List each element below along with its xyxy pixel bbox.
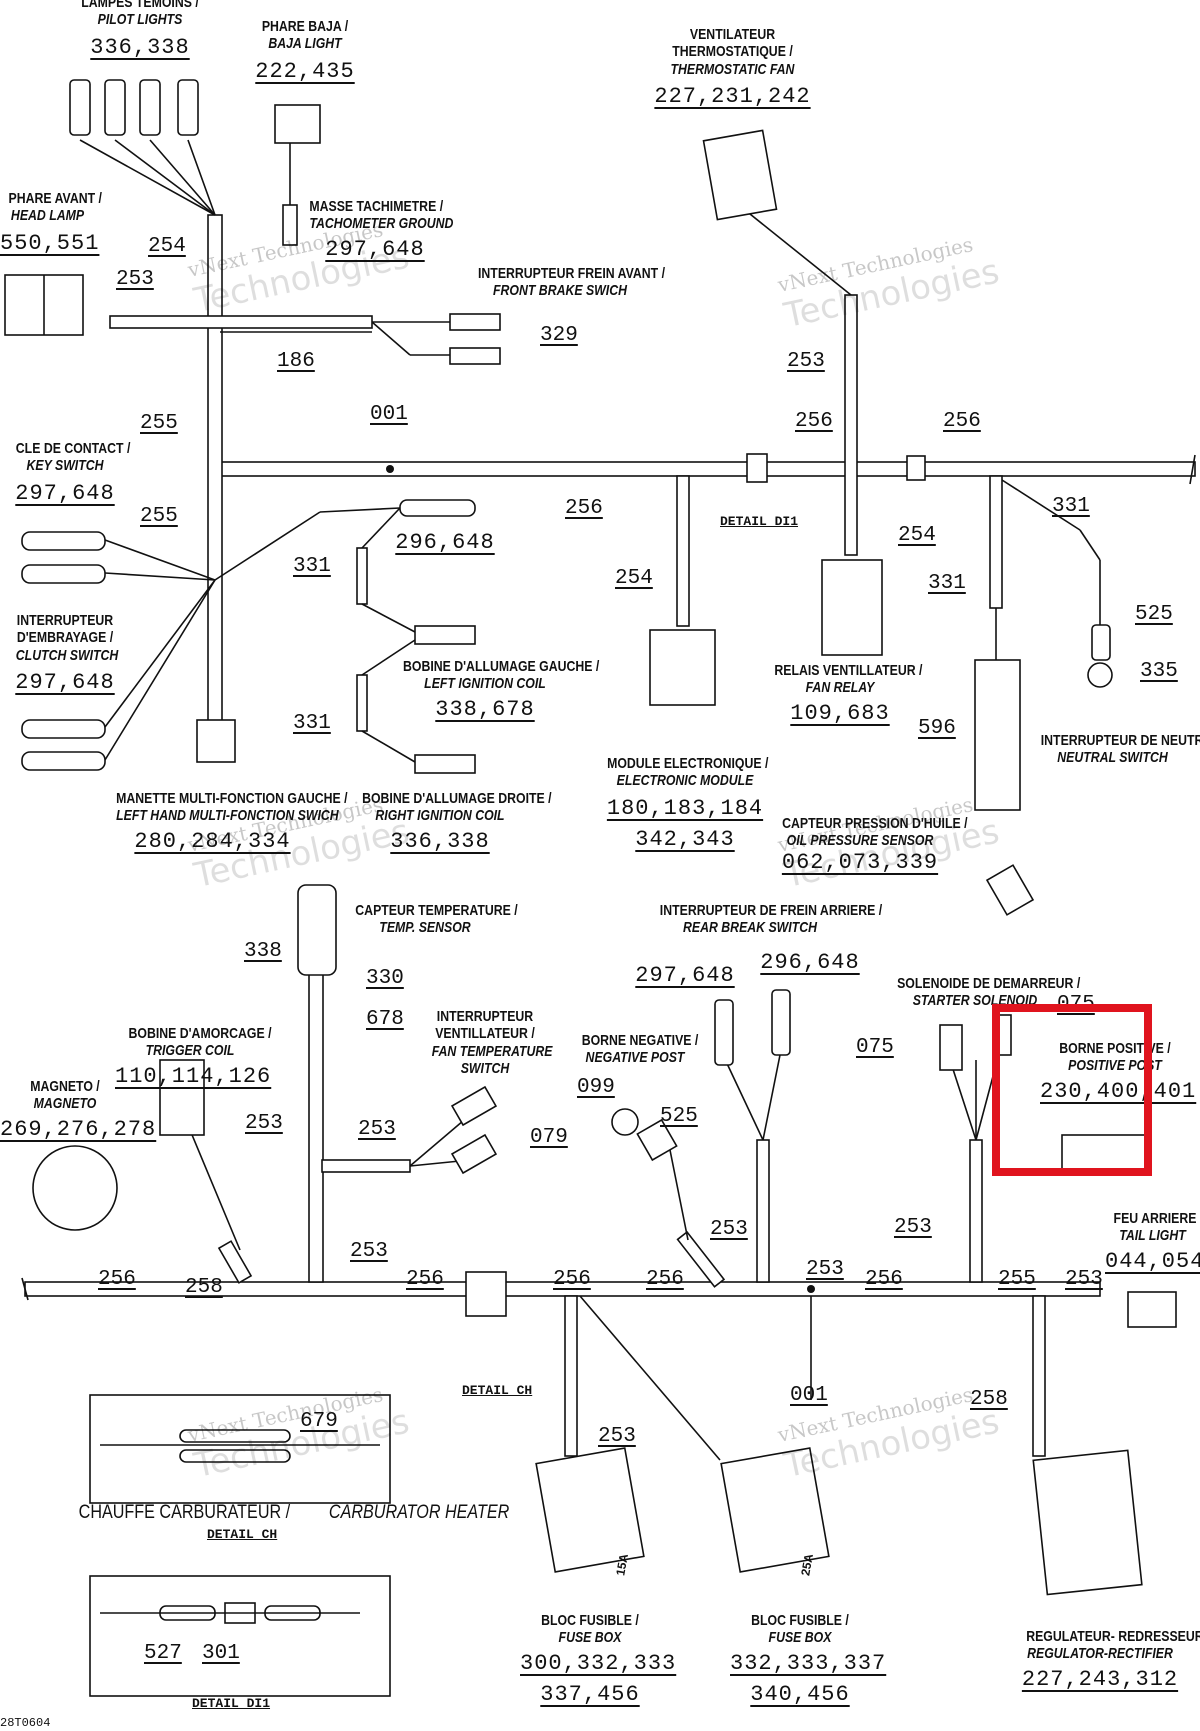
wire-code: 099 [577,1076,615,1099]
wire-code: 330 [366,967,404,990]
label-carburator-heater: CHAUFFE CARBURATEUR / CARBURATOR HEATER [78,1502,510,1523]
wire-code: 301 [202,1642,240,1665]
label-positive-post: BORNE POSITIVE / POSITIVE POST 230,400,4… [1040,1040,1197,1104]
label-baja-light: PHARE BAJA / BAJA LIGHT 222,435 [255,18,355,84]
wire-code: 258 [185,1276,223,1299]
wire-code: 256 [865,1268,903,1291]
label-rear-brake-num1: 297,648 [635,963,735,988]
wire-code: 525 [1135,603,1173,626]
wire-code: 596 [918,717,956,740]
label-left-ignition-coil: BOBINE D'ALLUMAGE GAUCHE / LEFT IGNITION… [403,658,600,722]
label-coil-connector: 296,648 [395,530,495,555]
detail-ch-label: DETAIL CH [462,1383,533,1398]
detail-di1-label: DETAIL DI1 [720,514,799,529]
wire-code: 679 [300,1410,338,1433]
wire-code: 335 [1140,660,1178,683]
label-negative-post: BORNE NEGATIVE / NEGATIVE POST [581,1032,699,1067]
label-fan-relay: RELAIS VENTILLATEUR / FAN RELAY 109,683 [774,662,923,726]
label-temp-sensor: CAPTEUR TEMPERATURE / TEMP. SENSOR [355,902,518,937]
wire-code: 256 [406,1268,444,1291]
label-magneto: MAGNETO / MAGNETO 269,276,278 [0,1078,157,1142]
label-tail-light: FEU ARRIERE / TAIL LIGHT 044,054 [1105,1210,1200,1274]
detail-di1-box [89,1575,391,1697]
wire-code: 525 [660,1105,698,1128]
label-rear-brake-num2: 296,648 [760,950,860,975]
label-head-lamp: PHARE AVANT / HEAD LAMP 550,551 [0,190,102,256]
connectors [4,79,1177,1596]
label-trigger-coil: BOBINE D'AMORCAGE / TRIGGER COIL 110,114… [115,1025,272,1089]
wire-code: 256 [553,1268,591,1291]
wire-code: 255 [140,412,178,435]
wire-code: 527 [144,1642,182,1665]
wire-code: 256 [943,410,981,433]
label-oil-pressure-sensor: CAPTEUR PRESSION D'HUILE / OIL PRESSURE … [781,815,968,875]
top-harness [79,139,1196,763]
wire-code: 075 [856,1036,894,1059]
wire-code: 254 [615,567,653,590]
wire-code: 001 [790,1384,828,1407]
detail-ch-caption: DETAIL CH [207,1527,278,1542]
wire-code: 329 [540,324,578,347]
label-key-switch: CLE DE CONTACT / KEY SWITCH 297,648 [15,440,131,506]
wire-code: 254 [898,524,936,547]
label-lh-multifunction: MANETTE MULTI-FONCTION GAUCHE / LEFT HAN… [116,790,348,854]
wire-code: 253 [787,350,825,373]
wire-code: 253 [1065,1268,1103,1291]
label-thermostatic-fan: VENTILATEUR THERMOSTATIQUE / THERMOSTATI… [654,26,811,109]
wire-code: 254 [148,235,186,258]
label-clutch-switch: INTERRUPTEUR D'EMBRAYAGE / CLUTCH SWITCH… [15,612,119,695]
wire-code: 253 [598,1425,636,1448]
wire-code: 331 [928,572,966,595]
wire-code: 258 [970,1388,1008,1411]
label-regulator-rectifier: REGULATEUR- REDRESSEUR / REGULATOR-RECTI… [1021,1628,1200,1692]
drawing-code: 28T0604 [0,1716,51,1730]
detail-di1-caption: DETAIL DI1 [192,1696,271,1711]
label-tachometer-ground: MASSE TACHIMETRE / TACHOMETER GROUND 297… [309,198,454,262]
wire-code: 253 [894,1216,932,1239]
detail-ch-box [89,1394,391,1504]
wire-code: 253 [245,1112,283,1135]
wire-code: 255 [998,1268,1036,1291]
wire-code: 331 [293,555,331,578]
wire-code: 253 [116,268,154,291]
label-fuse-box-2: BLOC FUSIBLE / FUSE BOX 332,333,337 340,… [730,1612,887,1707]
label-fuse-box-1: BLOC FUSIBLE / FUSE BOX 300,332,333 337,… [520,1612,677,1707]
wire-code: 253 [710,1218,748,1241]
bottom-harness [21,969,1101,1461]
label-front-brake: INTERRUPTEUR FREIN AVANT / FRONT BRAKE S… [478,265,666,300]
wire-code: 678 [366,1008,404,1031]
label-neutral-switch: INTERRUPTEUR DE NEUTRE / NEUTRAL SWITCH [1040,732,1200,767]
highlight-box-positive-post [992,1004,1152,1176]
wire-code: 256 [795,410,833,433]
label-rear-brake: INTERRUPTEUR DE FREIN ARRIERE / REAR BRE… [659,902,883,937]
wire-code: 256 [646,1268,684,1291]
wire-code: 256 [565,497,603,520]
wire-code: 256 [98,1268,136,1291]
label-fan-temperature-switch: INTERRUPTEUR VENTILLATEUR / FAN TEMPERAT… [431,1008,553,1077]
wire-code: 338 [244,940,282,963]
wire-code: 253 [350,1240,388,1263]
wire-code: 253 [806,1258,844,1281]
wire-code: 331 [293,712,331,735]
wire-code: 186 [277,350,315,373]
label-electronic-module: MODULE ELECTRONIQUE / ELECTRONIC MODULE … [606,755,769,852]
wire-code: 001 [370,403,408,426]
label-pilot-lights: LAMPES TEMOINS / PILOT LIGHTS 336,338 [81,0,199,60]
label-right-ignition-coil: BOBINE D'ALLUMAGE DROITE / RIGHT IGNITIO… [362,790,552,854]
wire-code: 255 [140,505,178,528]
wire-code: 331 [1052,495,1090,518]
wire-code: 079 [530,1126,568,1149]
wire-code: 253 [358,1118,396,1141]
